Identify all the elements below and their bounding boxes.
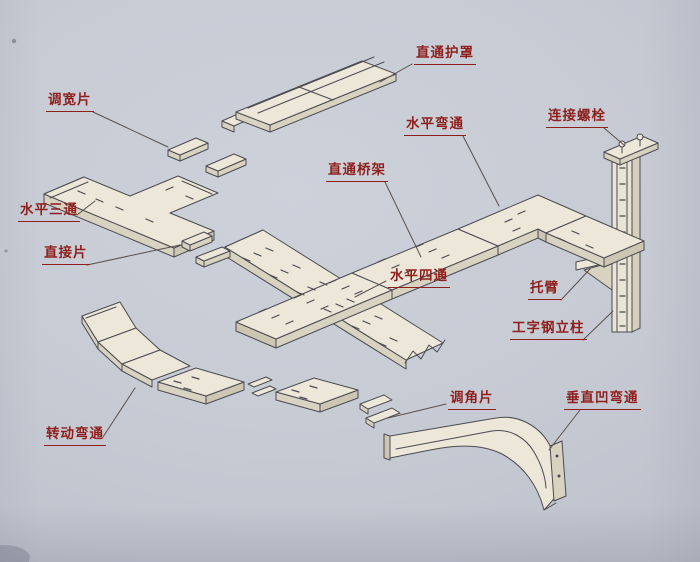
label-horizontal-elbow: 水平弯通 bbox=[404, 116, 466, 136]
label-width-adjust-plate: 调宽片 bbox=[46, 92, 94, 112]
part-straight-cover bbox=[221, 56, 397, 133]
leader-rotating-elbow bbox=[102, 387, 136, 438]
label-horizontal-cross: 水平四通 bbox=[388, 268, 450, 288]
part-rotating-elbow bbox=[81, 301, 191, 388]
label-straight-tray: 直通桥架 bbox=[326, 162, 388, 182]
label-angle-adjust-plate: 调角片 bbox=[448, 390, 496, 410]
leader-straight-connector-plate bbox=[86, 244, 181, 266]
leader-horizontal-elbow bbox=[462, 135, 500, 207]
paper-marks bbox=[0, 38, 30, 562]
label-vertical-concave-elbow: 垂直凹弯通 bbox=[564, 390, 641, 410]
label-straight-cover: 直通护罩 bbox=[414, 45, 476, 65]
label-horizontal-tee: 水平三通 bbox=[18, 202, 80, 222]
part-vertical-concave-elbow bbox=[383, 416, 567, 511]
leader-lines bbox=[76, 63, 625, 451]
leader-horizontal-cross bbox=[354, 280, 387, 298]
leader-width-adjust-plate bbox=[92, 111, 169, 148]
leader-straight-cover bbox=[379, 63, 413, 83]
label-straight-connector-plate: 直接片 bbox=[42, 245, 90, 265]
part-straight-connector-plates bbox=[181, 231, 231, 268]
leader-bracket-arm bbox=[560, 268, 591, 301]
part-angle-adjust-plates bbox=[359, 394, 401, 429]
label-i-beam-column: 工字钢立柱 bbox=[510, 320, 587, 340]
perforation-dashes bbox=[77, 186, 594, 400]
part-width-adjust-plates bbox=[167, 137, 247, 178]
part-connecting-bolts bbox=[603, 133, 659, 166]
leader-angle-adjust-plate bbox=[387, 403, 447, 419]
part-chain-trays bbox=[157, 367, 359, 413]
leader-vertical-concave-elbow bbox=[548, 409, 581, 451]
part-horizontal-cross bbox=[224, 229, 446, 370]
leader-horizontal-tee bbox=[76, 200, 96, 216]
leader-i-beam-column bbox=[582, 310, 614, 341]
label-bracket-arm: 托臂 bbox=[528, 280, 561, 300]
label-rotating-elbow: 转动弯通 bbox=[44, 426, 106, 446]
leader-connecting-bolt bbox=[603, 127, 625, 146]
label-connecting-bolt: 连接螺栓 bbox=[546, 108, 608, 128]
part-horizontal-elbow bbox=[457, 194, 645, 268]
leader-straight-tray bbox=[384, 181, 422, 258]
